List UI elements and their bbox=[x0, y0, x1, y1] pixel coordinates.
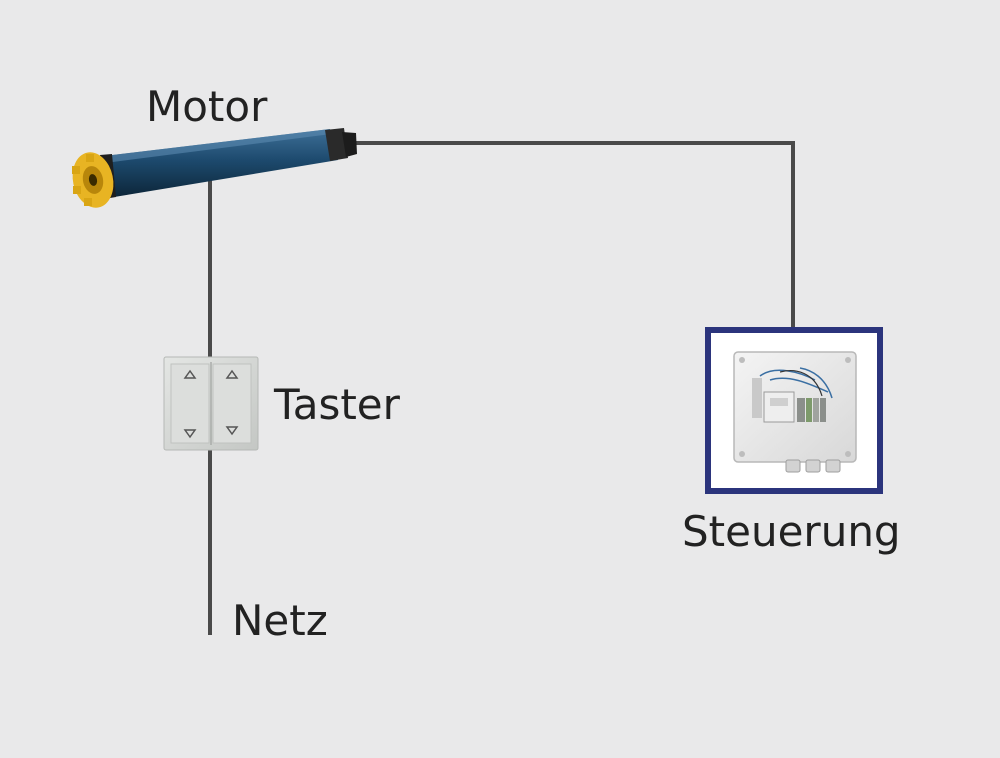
motor-label: Motor bbox=[146, 82, 268, 131]
rocker-switch-icon bbox=[163, 356, 259, 451]
tubular-motor-icon bbox=[72, 128, 357, 208]
wire-motor-to-control bbox=[352, 141, 795, 330]
switch-label: Taster bbox=[274, 380, 400, 429]
control-label: Steuerung bbox=[682, 507, 901, 556]
wires bbox=[208, 141, 795, 635]
control-box-icon bbox=[705, 327, 883, 494]
mains-label: Netz bbox=[232, 596, 328, 645]
